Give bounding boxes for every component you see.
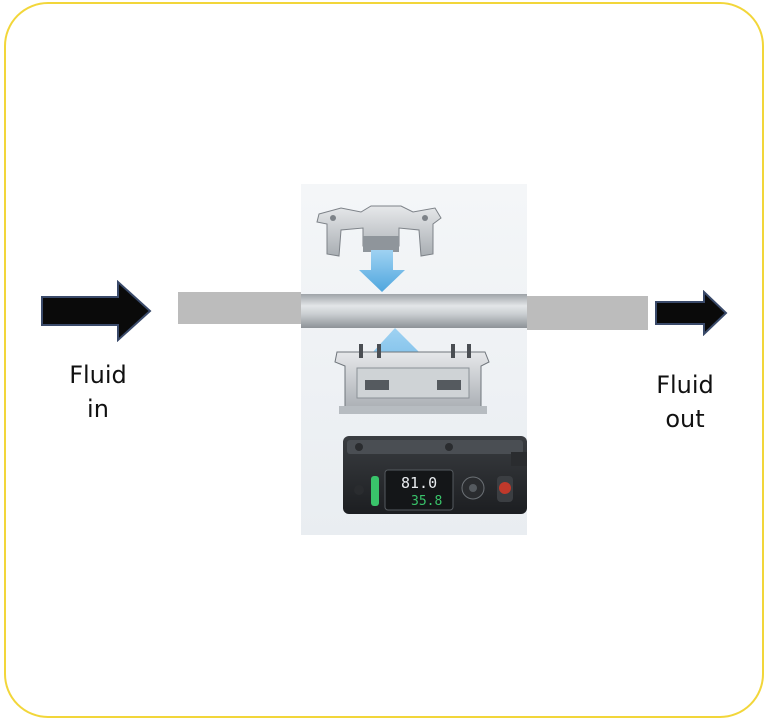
pipe-outlet-segment <box>520 296 648 330</box>
display-reading-main: 81.0 <box>401 474 437 492</box>
pipe-inlet-segment <box>178 292 302 324</box>
down-arrow-icon <box>359 250 405 292</box>
fluid-out-arrow-icon <box>655 290 728 336</box>
sensor-photo-panel: 81.0 35.8 <box>301 184 527 535</box>
fluid-out-label: Fluid out <box>656 371 714 433</box>
sensor-pipe <box>301 294 527 328</box>
display-reading-secondary: 35.8 <box>411 494 442 509</box>
fluid-in-label: Fluid in <box>69 361 127 423</box>
fluid-in-arrow-icon <box>41 280 152 342</box>
lower-clamp-bracket <box>334 344 490 414</box>
flow-sensor-device: 81.0 35.8 <box>343 436 527 514</box>
upper-clamp-bracket <box>316 205 442 257</box>
